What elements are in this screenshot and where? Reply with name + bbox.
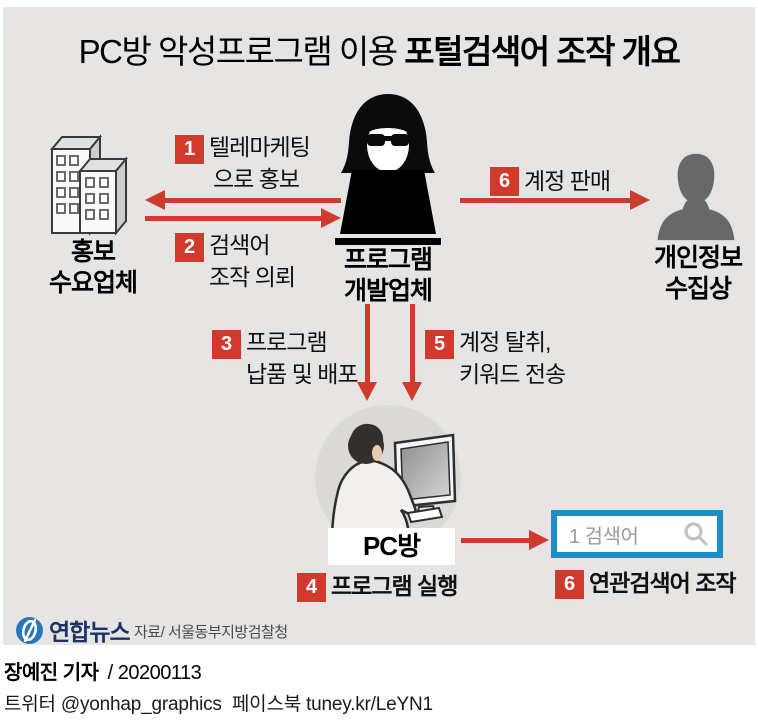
arrow-pccafe-to-search: [461, 530, 549, 550]
step-6-sell-badge: 6: [490, 167, 519, 196]
collector-label-line1: 개인정보: [653, 244, 743, 272]
step-5-badge: 5: [425, 330, 454, 359]
page-title: PC방 악성프로그램 이용 포털검색어 조작 개요: [3, 25, 755, 73]
buildings-icon: [40, 129, 150, 241]
developer-label-line1: 프로그램: [343, 246, 433, 274]
hacker-icon: [318, 90, 458, 247]
arrow-down-right: [402, 304, 422, 401]
step-3-line1: 프로그램: [246, 329, 328, 355]
step-6-manip-badge: 6: [555, 570, 584, 599]
developer-label-line2: 개발업체: [343, 277, 433, 305]
arrow-promoter-to-developer: [145, 208, 341, 228]
step-5-line2: 키워드 전송: [459, 361, 566, 387]
step-5-label: 계정 탈취, 키워드 전송: [459, 326, 566, 390]
step-4-badge: 4: [297, 573, 326, 602]
promoter-label-line1: 홍보: [70, 238, 116, 266]
yonhap-logo-icon: [15, 616, 44, 645]
collector-label: 개인정보 수집상: [628, 243, 758, 305]
pc-cafe-box: PC방: [328, 528, 455, 565]
reporter-name: 장예진 기자: [4, 662, 99, 684]
developer-label: 프로그램 개발업체: [318, 245, 458, 307]
collector-label-line2: 수집상: [664, 275, 732, 303]
step-6-sell-label: 계정 판매: [524, 168, 611, 194]
arrow-down-left: [357, 304, 377, 401]
source-credit: 자료/ 서울동부지방검찰청: [134, 624, 288, 641]
diagram-canvas: PC방 악성프로그램 이용 포털검색어 조작 개요: [3, 7, 755, 645]
step-3-line2: 납품 및 배포: [246, 361, 359, 387]
sns-links: 트위터 @yonhap_graphics 페이스북 tuney.kr/LeYN1: [4, 694, 433, 715]
search-inner: 1 검색어: [557, 516, 717, 552]
step-3-label: 프로그램 납품 및 배포: [246, 326, 359, 390]
byline: 장예진 기자 / 20200113: [4, 656, 202, 685]
step-1-line1: 텔레마케팅: [209, 134, 311, 160]
pc-user-icon: [313, 403, 463, 553]
step-2-badge: 2: [175, 233, 204, 262]
collector-icon: [648, 148, 744, 241]
step-1-line2: 으로 홍보: [213, 166, 300, 192]
arrow-developer-to-promoter: [145, 190, 341, 210]
title-prefix: PC방 악성프로그램 이용: [78, 33, 405, 70]
promoter-label-line2: 수요업체: [48, 269, 138, 297]
yonhap-logo: 연합뉴스: [15, 613, 131, 647]
step-6-manip-label: 연관검색어 조작: [589, 570, 737, 596]
step-2-line2: 조작 의뢰: [209, 264, 296, 290]
search-box: 1 검색어: [551, 510, 723, 558]
step-4-label: 프로그램 실행: [331, 573, 458, 599]
publish-date: / 20200113: [107, 662, 202, 684]
step-1-label: 텔레마케팅 으로 홍보: [209, 131, 311, 195]
step-2-line1: 검색어: [209, 232, 270, 258]
title-emphasis: 포털검색어 조작 개요: [404, 33, 681, 70]
step-2-label: 검색어 조작 의뢰: [209, 229, 296, 293]
step-3-badge: 3: [212, 330, 241, 359]
magnifier-icon: [683, 521, 709, 547]
step-5-line1: 계정 탈취,: [459, 329, 551, 355]
yonhap-logo-text: 연합뉴스: [49, 619, 131, 645]
step-1-badge: 1: [175, 135, 204, 164]
search-query-text: 1 검색어: [569, 525, 639, 548]
arrow-developer-to-collector: [460, 190, 650, 210]
promoter-label: 홍보 수요업체: [13, 237, 173, 299]
